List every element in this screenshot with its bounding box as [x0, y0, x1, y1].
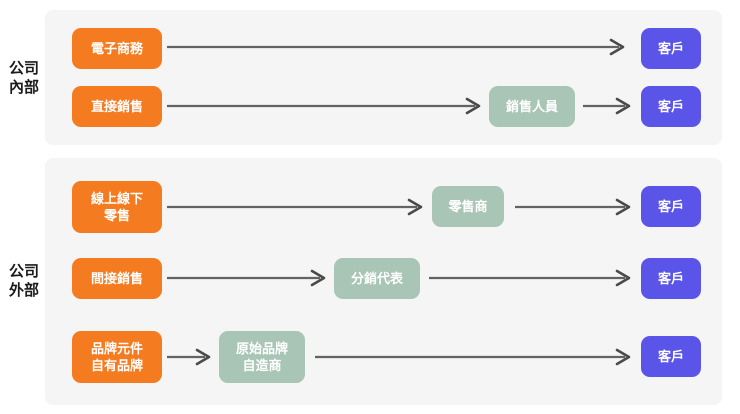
section-label-external: 公司 外部 [2, 243, 46, 319]
node-brand-oem-customer[interactable]: 客戶 [641, 336, 701, 377]
section-label-internal-line1: 公司 [8, 60, 39, 77]
arrow-brand-to-manufacturer [167, 348, 217, 366]
arrow-retailer-to-customer [515, 198, 637, 216]
node-indirect-sales-distributor[interactable]: 分銷代表 [334, 258, 420, 299]
node-direct-sales-source[interactable]: 直接銷售 [72, 86, 162, 127]
node-indirect-sales-customer[interactable]: 客戶 [641, 258, 701, 299]
arrow-distributor-to-customer [429, 269, 637, 287]
node-e-commerce-customer[interactable]: 客戶 [641, 28, 701, 69]
node-omni-retail-source[interactable]: 線上線下 零售 [72, 181, 162, 233]
section-label-external-line1: 公司 [8, 263, 39, 280]
node-indirect-sales-source[interactable]: 間接銷售 [72, 258, 162, 299]
arrow-indirect-sales-to-distributor [167, 269, 332, 287]
arrow-manufacturer-to-customer [315, 348, 637, 366]
arrow-e-commerce-to-customer [167, 38, 631, 56]
node-direct-sales-customer[interactable]: 客戶 [641, 86, 701, 127]
arrow-rep-to-customer [583, 97, 637, 115]
node-direct-sales-rep[interactable]: 銷售人員 [489, 86, 575, 127]
section-label-internal: 公司 內部 [2, 40, 46, 116]
node-brand-oem-source[interactable]: 品牌元件 自有品牌 [72, 331, 162, 383]
node-omni-retail-customer[interactable]: 客戶 [641, 186, 701, 227]
section-label-internal-line2: 內部 [8, 79, 39, 96]
arrow-direct-sales-to-rep [167, 97, 487, 115]
node-omni-retail-retailer[interactable]: 零售商 [432, 186, 504, 227]
node-brand-oem-manufacturer[interactable]: 原始品牌 自造商 [219, 331, 305, 383]
arrow-omni-retail-to-retailer [167, 198, 429, 216]
section-label-external-line2: 外部 [8, 282, 39, 299]
node-e-commerce-source[interactable]: 電子商務 [72, 28, 162, 69]
